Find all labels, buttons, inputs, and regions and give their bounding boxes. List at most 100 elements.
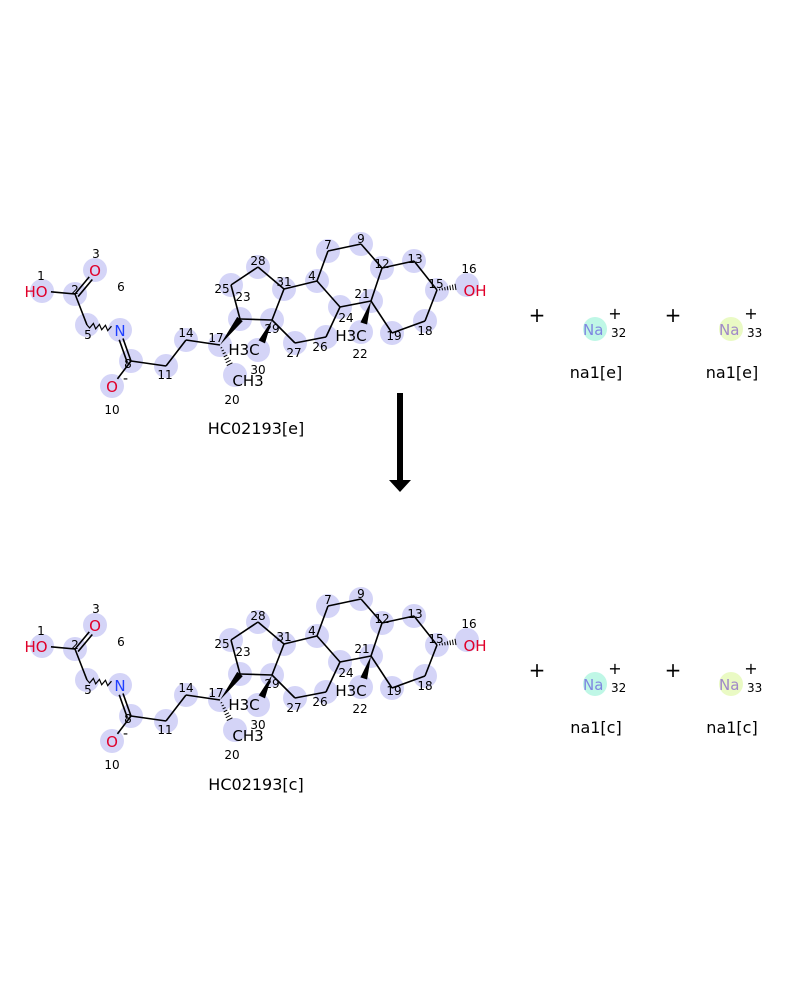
bond — [391, 320, 426, 334]
hash-bond — [223, 354, 228, 358]
atom-highlight — [246, 338, 270, 362]
atom-label: OH — [463, 282, 486, 300]
hash-bond — [224, 712, 230, 716]
atom-number: 25 — [214, 282, 229, 296]
bond — [130, 715, 167, 722]
hash-bond — [454, 283, 457, 291]
atom-number: 27 — [286, 346, 301, 360]
product-sodium-ion: Na+33 — [719, 659, 762, 696]
hash-bond — [444, 641, 446, 646]
ion-element: Na — [583, 676, 603, 694]
bond — [271, 288, 285, 321]
atom-number: 31 — [276, 630, 291, 644]
hash-bond — [221, 704, 225, 707]
hash-bond — [220, 346, 223, 349]
ion-highlight — [719, 672, 743, 696]
hash-bond — [225, 714, 231, 719]
bond — [116, 715, 132, 735]
bond — [116, 360, 132, 380]
atom-highlight — [246, 693, 270, 717]
bond — [325, 306, 341, 338]
atom-number: 17 — [208, 331, 223, 345]
atom-number: 31 — [276, 275, 291, 289]
atom-highlight — [30, 279, 54, 303]
bond — [230, 284, 241, 320]
atom-number: 9 — [357, 232, 365, 246]
bond — [339, 300, 372, 308]
atom-number: 26 — [312, 340, 327, 354]
bond — [122, 338, 132, 362]
hash-bond — [220, 701, 223, 704]
bond — [294, 691, 327, 699]
atom-highlight — [455, 628, 479, 652]
reactant-sodium-ion: Na+32 — [583, 304, 626, 341]
ion-number: 33 — [747, 681, 762, 695]
product-sodium-ion: Na+32 — [583, 659, 626, 696]
atom-number: 4 — [308, 269, 316, 283]
atom-highlight — [349, 320, 373, 344]
bond — [316, 635, 341, 663]
atom-label: O — [89, 262, 101, 280]
bond — [257, 266, 285, 290]
atom-number: 6 — [117, 635, 125, 649]
bond — [325, 661, 341, 693]
atom-number: 23 — [235, 290, 250, 304]
bond — [424, 644, 438, 677]
atom-number: 11 — [157, 368, 172, 382]
bond — [360, 598, 383, 624]
atom-label: N — [114, 322, 125, 340]
atom-highlight — [223, 718, 247, 742]
arrow-head — [389, 480, 411, 492]
bond — [413, 615, 438, 646]
hash-bond — [226, 717, 233, 722]
atom-number: 21 — [354, 642, 369, 656]
bond — [316, 250, 329, 282]
bonds — [50, 598, 457, 735]
reactant-ion-2-name: na1[e] — [705, 363, 759, 382]
ion-highlight — [719, 317, 743, 341]
atom-number: 30 — [250, 718, 265, 732]
atom-label: CH3 — [232, 727, 263, 745]
ion-number: 33 — [747, 326, 762, 340]
bond — [165, 694, 187, 722]
atom-number: 3 — [92, 602, 100, 616]
ion-highlight — [583, 672, 607, 696]
atom-label: H3C — [335, 327, 366, 345]
atom-number: 29 — [264, 677, 279, 691]
atom-label: CH3 — [232, 372, 263, 390]
bond — [118, 339, 128, 363]
atom-highlight — [349, 675, 373, 699]
bond — [230, 621, 259, 641]
atom-charge: - — [123, 726, 128, 742]
bond — [283, 635, 318, 645]
atom-number: 10 — [104, 758, 119, 772]
ion-number: 32 — [611, 326, 626, 340]
hash-bond — [222, 707, 226, 710]
atom-number: 2 — [71, 638, 79, 652]
bond — [316, 280, 341, 308]
atom-highlight — [108, 673, 132, 697]
atom-number: 8 — [124, 357, 132, 371]
atom-number: 7 — [324, 593, 332, 607]
atom-highlight — [30, 634, 54, 658]
atom-highlight — [83, 258, 107, 282]
bond — [381, 615, 415, 624]
atom-label: HO — [24, 638, 47, 656]
hash-bond — [446, 286, 449, 291]
wavy-bond — [86, 677, 112, 687]
atom-number: 15 — [428, 632, 443, 646]
bond — [230, 639, 241, 675]
bond — [165, 339, 187, 367]
bond — [327, 243, 362, 252]
atom-number: 19 — [386, 684, 401, 698]
atom-number: 17 — [208, 686, 223, 700]
bond — [381, 260, 415, 269]
atom-number: 18 — [417, 679, 432, 693]
bond — [185, 694, 221, 701]
atom-number: 23 — [235, 645, 250, 659]
atom-number: 8 — [124, 712, 132, 726]
bond — [370, 300, 393, 334]
ion-element: Na — [583, 321, 603, 339]
bond — [77, 278, 93, 298]
